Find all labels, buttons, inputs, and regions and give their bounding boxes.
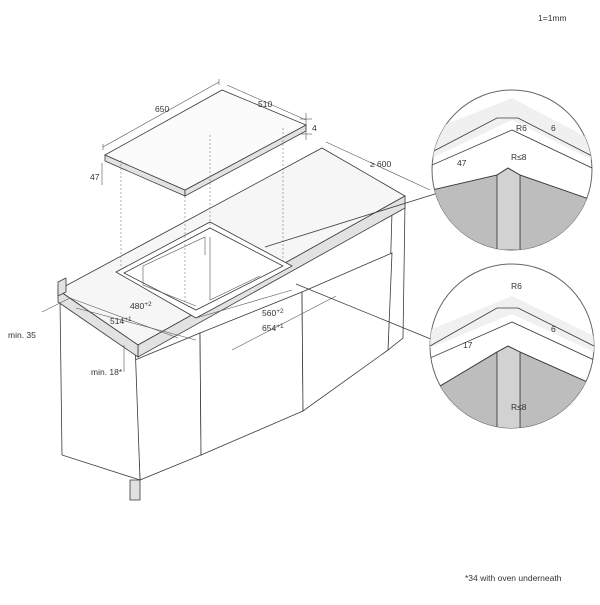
- dim-cutout-depth: 480+2: [130, 301, 152, 311]
- detail-top-r6: R6: [516, 123, 527, 133]
- dim-hob-width: 650: [155, 104, 169, 114]
- dim-cutout-depth-outer: 514+1: [110, 316, 132, 326]
- dim-hob-height: 47: [90, 172, 100, 182]
- dimension-lines: [41, 79, 439, 372]
- detail-bottom-depth: 17: [463, 340, 473, 350]
- dim-min-thickness: min. 18*: [91, 367, 123, 377]
- detail-top: R6 6 47 R≤8: [431, 89, 593, 251]
- guide-lines: [120, 128, 284, 305]
- detail-bottom-r6: R6: [511, 281, 522, 291]
- dim-worktop-depth: ≥ 600: [370, 159, 391, 169]
- scale-label: 1=1mm: [538, 13, 567, 23]
- detail-top-thickness: 6: [551, 123, 556, 133]
- dim-cutout-width-outer: 654+1: [262, 323, 284, 333]
- detail-bottom-thickness: 6: [551, 324, 556, 334]
- footnote: *34 with oven underneath: [465, 573, 562, 583]
- hob: [104, 89, 307, 197]
- dim-cutout-width: 560+2: [262, 308, 284, 318]
- detail-top-rinner: R≤8: [511, 152, 527, 162]
- dim-hob-depth: 510: [258, 99, 272, 109]
- detail-top-depth: 47: [457, 158, 467, 168]
- detail-bottom: R6 6 17 R≤8: [429, 263, 595, 429]
- worktop-cutout: [115, 221, 293, 319]
- dim-min-front: min. 35: [8, 330, 36, 340]
- detail-bottom-rinner: R≤8: [511, 402, 527, 412]
- dim-hob-thickness: 4: [312, 123, 317, 133]
